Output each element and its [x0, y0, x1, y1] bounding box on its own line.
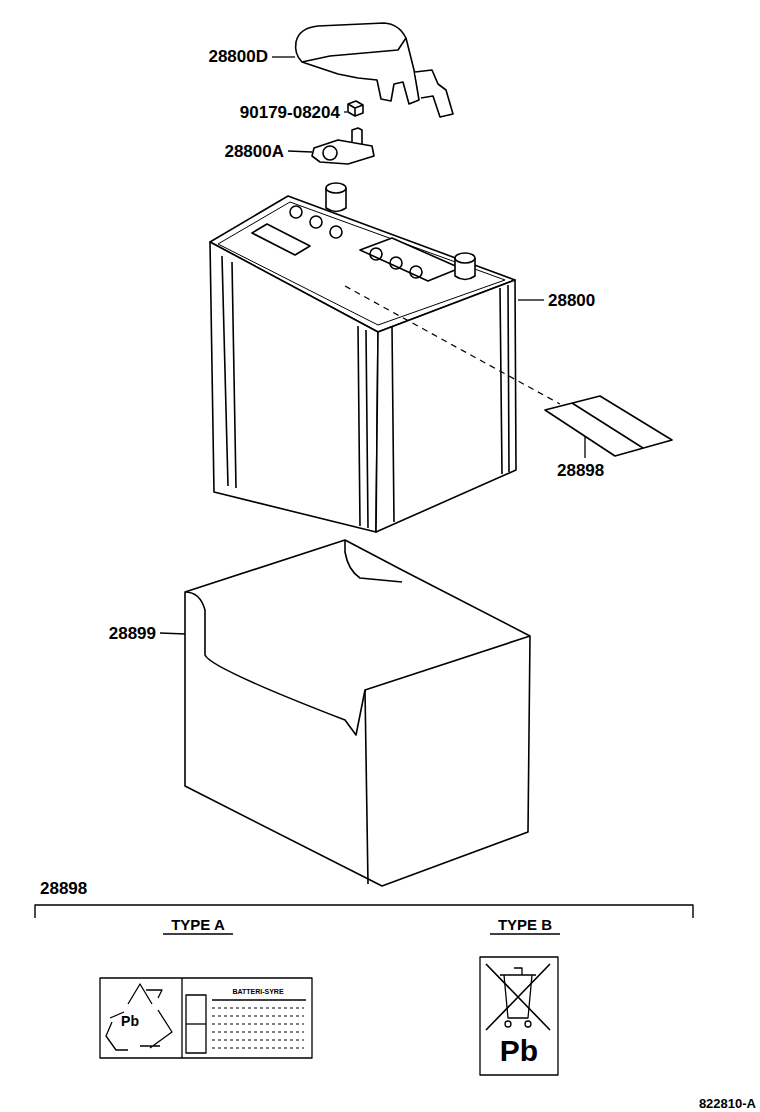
callout-number: 28800 [548, 292, 595, 309]
callout-number: 28898 [40, 880, 87, 897]
recycle-label [100, 978, 312, 1058]
chemical-symbol: Pb [500, 1036, 538, 1066]
terminal-cover [296, 23, 453, 117]
leader-lines [160, 57, 585, 634]
terminal-clamp [312, 128, 374, 164]
underline [163, 933, 233, 934]
callout-number: 28899 [109, 625, 156, 642]
nut [348, 101, 363, 116]
part-number: 90179-08204 [240, 104, 340, 121]
type-heading: TYPE A [171, 917, 225, 932]
battery [210, 183, 560, 532]
chemical-symbol: Pb [121, 1014, 139, 1028]
underline [490, 933, 560, 934]
label-text: BATTERI-SYRE [232, 988, 283, 995]
battery-tray [185, 540, 530, 886]
callout-number: 28898 [557, 462, 604, 479]
warning-sticker [545, 396, 672, 456]
crossed-bin-symbol [480, 957, 558, 1075]
drawing-number: 822810-A [699, 1097, 756, 1110]
callout-number: 28800D [208, 48, 268, 65]
bracket [35, 905, 693, 918]
type-heading: TYPE B [498, 917, 552, 932]
callout-number: 28800A [224, 143, 284, 160]
